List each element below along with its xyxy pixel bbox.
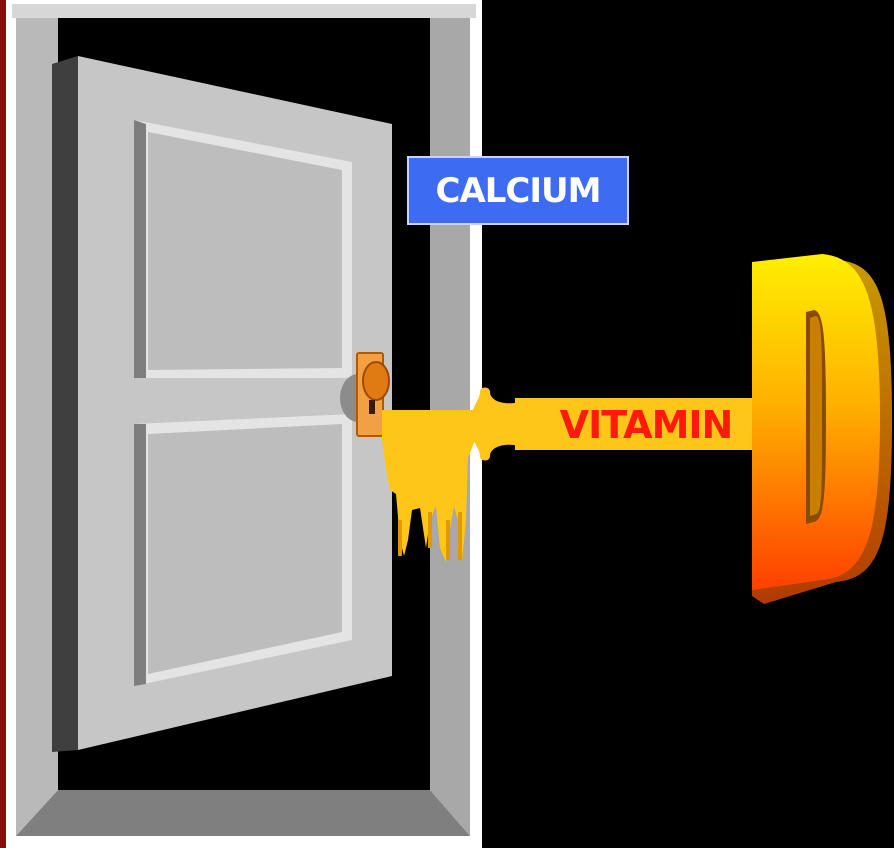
left-edge-strip <box>0 0 6 848</box>
calcium-label: CALCIUM <box>436 171 601 211</box>
vitamin-label: VITAMIN <box>542 398 750 452</box>
calcium-sign: CALCIUM <box>407 156 629 225</box>
vitamin-d-key-head <box>752 254 892 604</box>
